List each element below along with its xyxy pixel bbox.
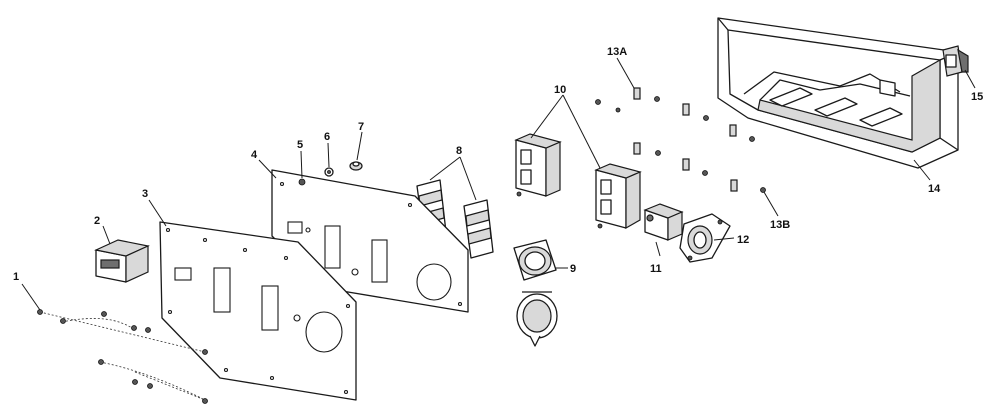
clip-nuts: [595, 87, 766, 193]
callout-9: 9: [570, 263, 576, 275]
callout-6: 6: [324, 131, 330, 143]
callout-10: 10: [554, 84, 566, 96]
washer: [324, 167, 334, 177]
hour-meter: [94, 239, 150, 283]
callout-1: 1: [13, 271, 19, 283]
callout-5: 5: [297, 139, 303, 151]
callout-11: 11: [650, 263, 662, 275]
duplex-receptacles: [514, 133, 642, 230]
twist-lock-receptacle: [679, 213, 731, 263]
control-box-housing: [717, 17, 959, 169]
switch-15: [942, 45, 969, 77]
callout-7: 7: [358, 121, 364, 133]
circuit-breaker: [643, 203, 684, 241]
callout-13a: 13A: [607, 46, 627, 58]
callout-15: 15: [971, 91, 983, 103]
callout-labels: 1 2 3 4 5 6 7 8 9 10 11 12 13A 13B 14 15: [13, 46, 983, 283]
callout-2: 2: [94, 215, 100, 227]
callout-14: 14: [928, 183, 941, 195]
callout-13b: 13B: [770, 219, 790, 231]
front-panel: [159, 221, 357, 401]
screws: [37, 309, 208, 404]
leader-lines: [21, 57, 976, 311]
callout-3: 3: [142, 188, 148, 200]
callout-4: 4: [251, 149, 258, 161]
grommet: [349, 161, 363, 171]
callout-12: 12: [737, 234, 749, 246]
outlet-cover: [513, 239, 558, 347]
nut: [298, 178, 306, 186]
callout-8: 8: [456, 145, 462, 157]
